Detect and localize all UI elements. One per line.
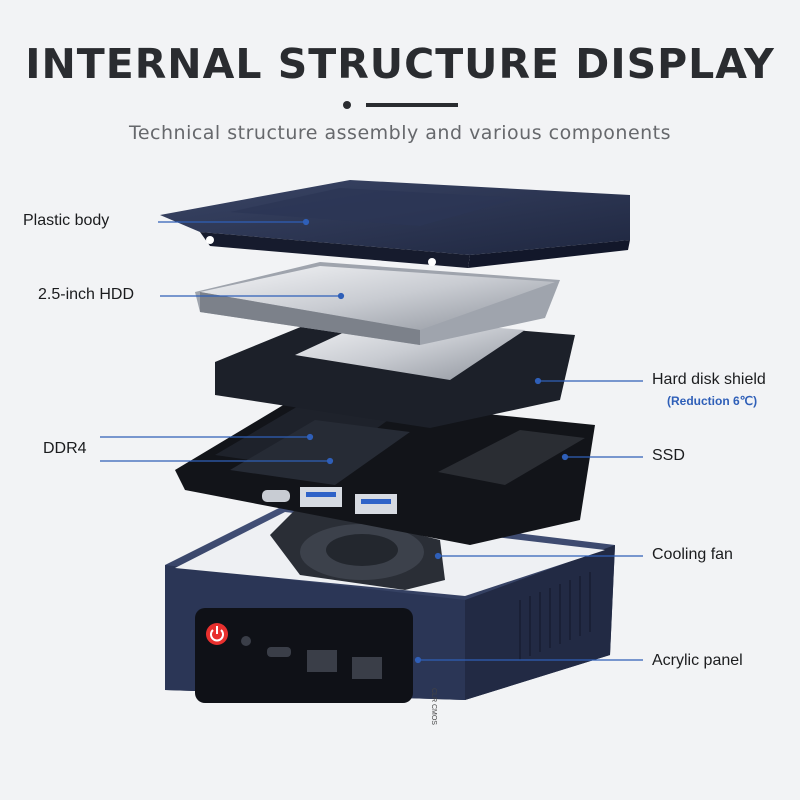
page-subtitle: Technical structure assembly and various… (128, 122, 672, 144)
usb-a-port-icon (307, 650, 337, 672)
label-ssd: SSD (652, 447, 685, 464)
leader-lines (100, 218, 643, 664)
label-cooling-fan: Cooling fan (652, 546, 733, 563)
ssd-module (438, 430, 585, 485)
side-vents (519, 572, 591, 660)
acrylic-front-panel (195, 608, 413, 703)
title-divider-line (366, 103, 458, 107)
label-shield-note: (Reduction 6℃) (667, 394, 758, 408)
usb-a-port-icon (352, 657, 382, 679)
ddr4-module-2 (230, 420, 410, 485)
usb-c-port-icon (267, 647, 291, 657)
power-symbol-icon (210, 629, 224, 642)
label-ddr4: DDR4 (43, 440, 87, 457)
label-plastic-body: Plastic body (23, 212, 110, 229)
label-acrylic-panel: Acrylic panel (652, 652, 743, 669)
label-hdd: 2.5-inch HDD (38, 286, 135, 303)
label-hard-disk-shield: Hard disk shield (652, 371, 766, 388)
clr-cmos-label: CLR CMOS (430, 688, 437, 725)
audio-jack-icon (241, 636, 251, 646)
plastic-body-lid (160, 180, 630, 268)
title-divider-dot (343, 101, 351, 109)
page-title: INTERNAL STRUCTURE DISPLAY (25, 40, 775, 88)
cooling-fan (270, 505, 445, 590)
motherboard (175, 395, 595, 545)
usb-c-port (262, 490, 290, 502)
hdd-2-5-inch (195, 262, 560, 345)
